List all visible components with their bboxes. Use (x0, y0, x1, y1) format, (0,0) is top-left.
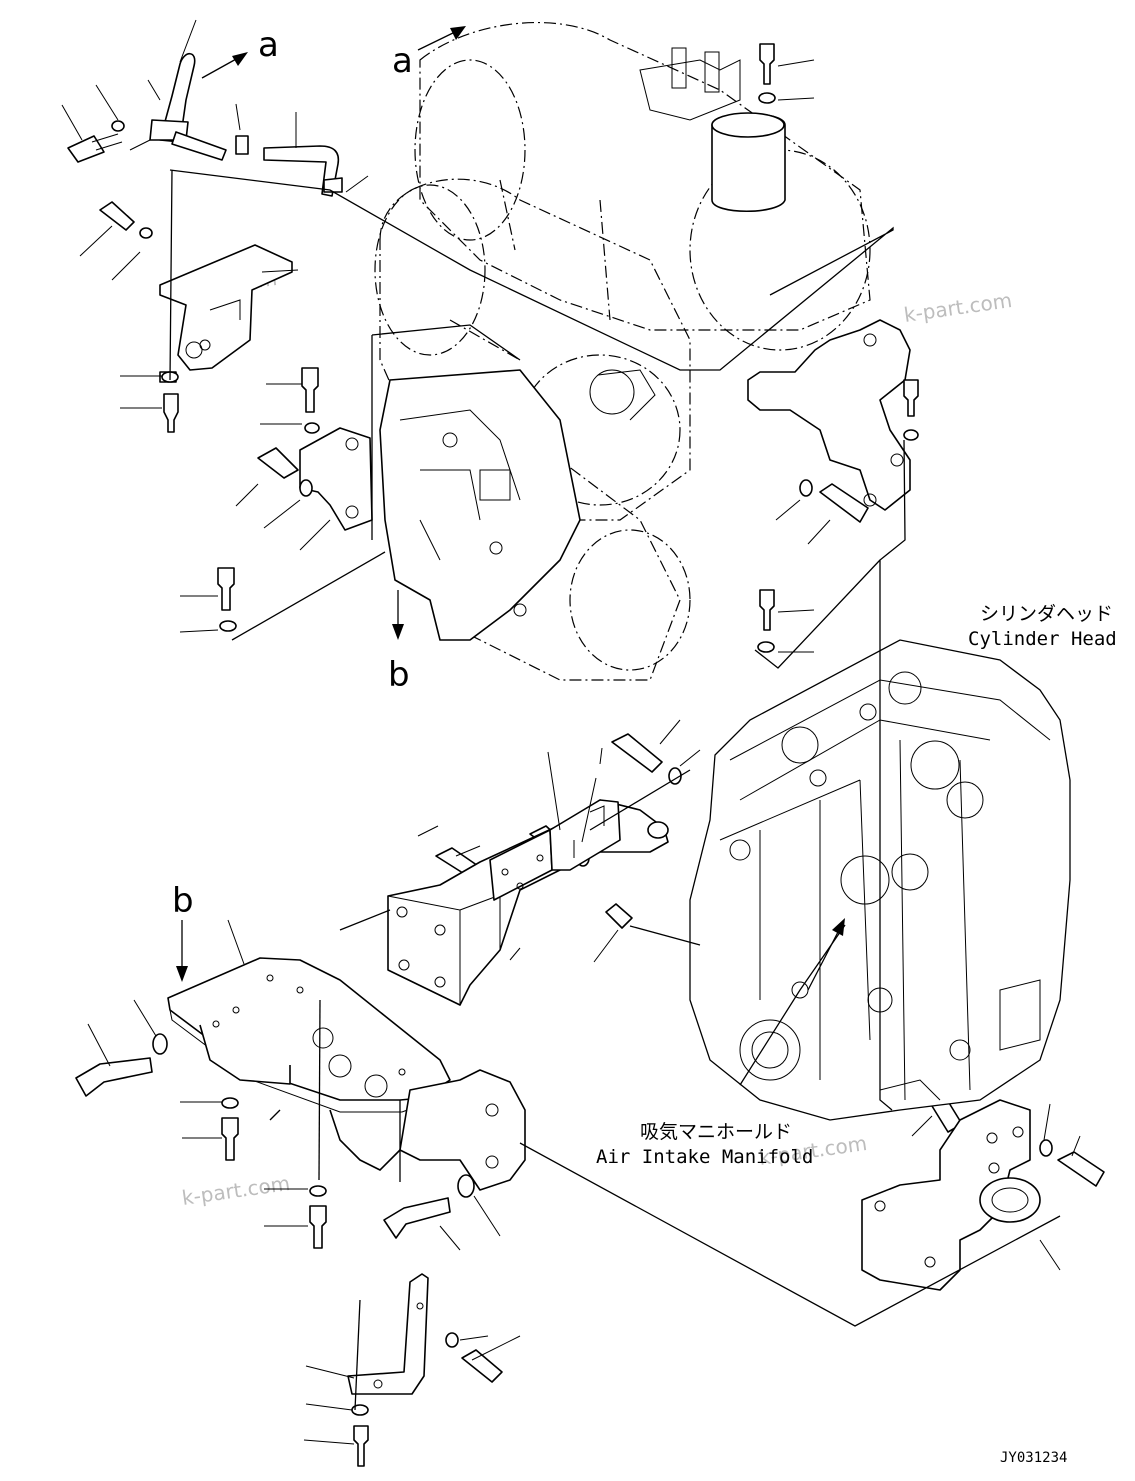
cylinder-head-label-jp: シリンダヘッド (980, 603, 1113, 625)
lower-stay-bracket (347, 1273, 429, 1395)
right-mount-bracket (861, 1099, 1041, 1291)
view-marker-a-top: a (258, 25, 279, 65)
cylinder-head-label-en: Cylinder Head (968, 628, 1117, 650)
watermark-4: k-part.com (180, 1171, 291, 1210)
drawing-number: JY031234 (1000, 1450, 1067, 1466)
tailpipe-cap (639, 47, 786, 213)
engine-mount-plate (167, 957, 526, 1191)
breather-bracket (159, 244, 293, 371)
muffler-mount-frame (747, 319, 911, 511)
exhaust-support-bracket (299, 427, 373, 531)
turbo-block-assembly (379, 369, 656, 641)
engine-mount-arm (387, 799, 669, 1006)
view-marker-a-left: a (392, 41, 413, 81)
view-marker-b-mid: b (388, 655, 410, 695)
intake-manifold-label-jp: 吸気マニホールド (640, 1121, 792, 1143)
watermark-2: k-part.com (902, 288, 1013, 327)
view-marker-b-low: b (172, 881, 194, 921)
view-arrows (176, 26, 845, 991)
intake-manifold-label-en: Air Intake Manifold (596, 1146, 813, 1168)
breather-hose-group (67, 52, 343, 197)
